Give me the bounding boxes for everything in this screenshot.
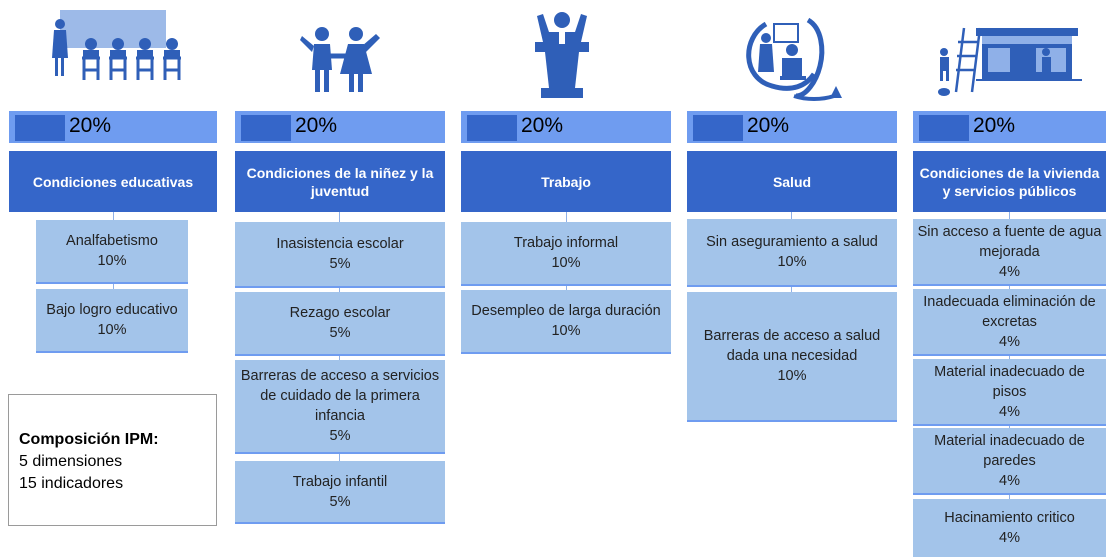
indicator-weight: 10%	[97, 253, 127, 269]
indicator-box: Desempleo de larga duración 10%	[461, 290, 671, 354]
composition-box: Composición IPM: 5 dimensiones 15 indica…	[8, 394, 217, 526]
indicator-name: Material inadecuado de paredes	[934, 432, 1085, 469]
indicator-name: Trabajo infantil	[292, 473, 388, 490]
indicator-name: Analfabetismo	[66, 233, 158, 249]
dimension-weight-bar: 20%	[461, 111, 671, 143]
indicator-box: Inasistencia escolar 5%	[235, 222, 445, 288]
indicator-weight: 4%	[999, 263, 1020, 280]
dimension-weight-bar: 20%	[9, 111, 217, 143]
indicator-box: Hacinamiento critico 4%	[913, 499, 1106, 557]
indicator-name: Desempleo de larga duración	[471, 303, 661, 319]
stethoscope-icon	[746, 17, 842, 101]
composition-indicators: 15 indicadores	[19, 475, 124, 492]
composition-dimensions: 5 dimensiones	[19, 453, 123, 470]
indicator-name: Inasistencia escolar	[276, 236, 404, 252]
indicator-name: Rezago escolar	[289, 305, 391, 321]
indicator-name: Inadecuada eliminación de excretas	[923, 293, 1096, 330]
indicator-name: Barreras de acceso a servicios de cuidad…	[240, 368, 440, 424]
indicator-box: Material inadecuado de paredes 4%	[913, 428, 1106, 495]
indicator-weight: 4%	[999, 333, 1020, 350]
indicator-box: Rezago escolar 5%	[235, 292, 445, 356]
weight-swatch	[467, 115, 517, 141]
indicator-weight: 10%	[777, 254, 807, 270]
speaker-podium-icon	[535, 12, 589, 98]
dimension-header: Trabajo	[461, 151, 671, 212]
classroom-icon	[52, 10, 181, 80]
indicator-weight: 5%	[329, 256, 351, 272]
dimension-weight: 20%	[973, 114, 1016, 137]
indicator-name: Bajo logro educativo	[46, 302, 178, 318]
weight-swatch	[241, 115, 291, 141]
dimension-weight: 20%	[521, 114, 564, 137]
indicator-name: Trabajo informal	[513, 235, 619, 251]
indicator-box: Barreras de acceso a salud dada una nece…	[687, 292, 897, 422]
dimension-weight-bar: 20%	[235, 111, 445, 143]
dimension-weight: 20%	[69, 114, 112, 137]
indicator-box: Bajo logro educativo 10%	[36, 289, 188, 353]
weight-swatch	[15, 115, 65, 141]
dimension-header: Condiciones de la niñez y la juventud	[235, 151, 445, 212]
indicator-weight: 10%	[97, 322, 127, 338]
dimension-weight: 20%	[747, 114, 790, 137]
indicator-weight: 4%	[999, 403, 1020, 420]
indicator-weight: 5%	[329, 325, 351, 341]
indicator-box: Barreras de acceso a servicios de cuidad…	[235, 360, 445, 454]
indicator-box: Analfabetismo 10%	[36, 220, 188, 284]
indicator-name: Barreras de acceso a salud dada una nece…	[703, 328, 881, 364]
indicator-box: Trabajo informal 10%	[461, 222, 671, 286]
indicator-box: Trabajo infantil 5%	[235, 461, 445, 524]
indicator-box: Sin acceso a fuente de agua mejorada 4%	[913, 219, 1106, 286]
indicator-weight: 4%	[999, 472, 1020, 489]
indicator-weight: 10%	[777, 368, 807, 384]
weight-swatch	[919, 115, 969, 141]
dimension-weight: 20%	[295, 114, 338, 137]
indicator-box: Material inadecuado de pisos 4%	[913, 359, 1106, 426]
indicator-name: Material inadecuado de pisos	[934, 363, 1085, 400]
weight-swatch	[693, 115, 743, 141]
composition-title: Composición IPM:	[19, 431, 159, 448]
indicator-box: Inadecuada eliminación de excretas 4%	[913, 289, 1106, 356]
indicator-weight: 5%	[329, 493, 351, 510]
dimension-header: Salud	[687, 151, 897, 212]
indicator-weight: 4%	[999, 530, 1020, 546]
indicator-weight: 5%	[329, 428, 351, 444]
dimension-header: Condiciones educativas	[9, 151, 217, 212]
dimension-weight-bar: 20%	[687, 111, 897, 143]
indicator-name: Hacinamiento critico	[944, 510, 1075, 526]
indicator-box: Sin aseguramiento a salud 10%	[687, 219, 897, 287]
dimension-header: Condiciones de la vivienda y servicios p…	[913, 151, 1106, 212]
indicator-name: Sin acceso a fuente de agua mejorada	[917, 223, 1102, 260]
indicator-weight: 10%	[551, 323, 581, 339]
indicator-name: Sin aseguramiento a salud	[706, 234, 878, 250]
dimension-weight-bar: 20%	[913, 111, 1106, 143]
indicator-weight: 10%	[551, 255, 581, 271]
children-icon	[300, 27, 380, 92]
house-icon	[938, 27, 1082, 96]
